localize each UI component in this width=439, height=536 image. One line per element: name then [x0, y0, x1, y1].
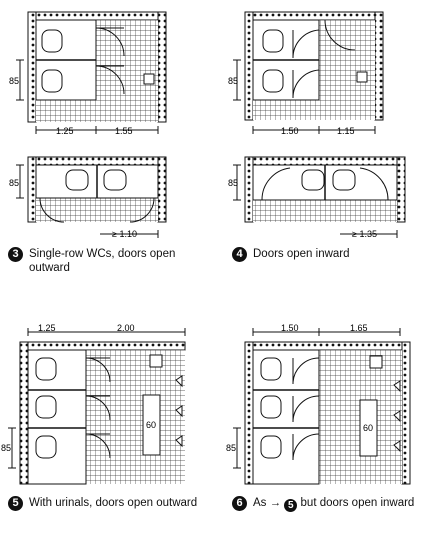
dim-165-plan6: 1.65 — [350, 323, 368, 333]
dim-200-plan5: 2.00 — [117, 323, 135, 333]
dim-155-plan3: 1.55 — [115, 126, 133, 136]
dim-85-plan6: 85 — [226, 443, 236, 453]
dim-85-plan3: 85 — [9, 76, 19, 86]
dim-150-plan4: 1.50 — [281, 126, 299, 136]
caption-4: 4 Doors open inward — [232, 247, 350, 262]
caption-6-text: As → 5 but doors open inward — [253, 496, 414, 512]
dim-115-plan4: 1.15 — [337, 126, 355, 136]
caption-6-prefix: As → — [253, 497, 282, 509]
plan-6 — [233, 328, 411, 485]
caption-5: 5 With urinals, doors open outward — [8, 496, 197, 511]
dim-125-plan3: 1.25 — [56, 126, 74, 136]
caption-5-text: With urinals, doors open outward — [29, 497, 198, 509]
dim-85-plan3b: 85 — [9, 178, 19, 188]
caption-5-number: 5 — [8, 496, 23, 511]
plan-3-top — [16, 11, 167, 134]
dim-85-plan5: 85 — [1, 443, 11, 453]
caption-3: 3 Single-row WCs, doors open outward — [8, 247, 199, 275]
dim-150-plan6: 1.50 — [281, 323, 299, 333]
dim-125-plan5: 1.25 — [38, 323, 56, 333]
dim-60-plan6: 60 — [363, 423, 373, 433]
dim-110-plan3b: ≥ 1.10 — [112, 229, 137, 239]
dim-135-plan4b: ≥ 1.35 — [352, 229, 377, 239]
plan-4-top — [233, 11, 384, 134]
plan-3-bottom — [16, 156, 167, 238]
dim-85-plan4: 85 — [228, 76, 238, 86]
dim-85-plan4b: 85 — [228, 178, 238, 188]
caption-3-number: 3 — [8, 247, 23, 262]
caption-3-text: Single-row WCs, doors open outward — [29, 248, 176, 274]
plan-5 — [8, 328, 186, 485]
dim-60-plan5: 60 — [146, 420, 156, 430]
caption-6-ref-badge: 5 — [284, 499, 298, 512]
caption-4-text: Doors open inward — [253, 248, 350, 260]
caption-6-number: 6 — [232, 496, 247, 511]
caption-6: 6 As → 5 but doors open inward — [232, 496, 414, 512]
caption-4-number: 4 — [232, 247, 247, 262]
caption-6-suffix: but doors open inward — [300, 497, 415, 509]
plan-4-bottom — [233, 156, 406, 238]
